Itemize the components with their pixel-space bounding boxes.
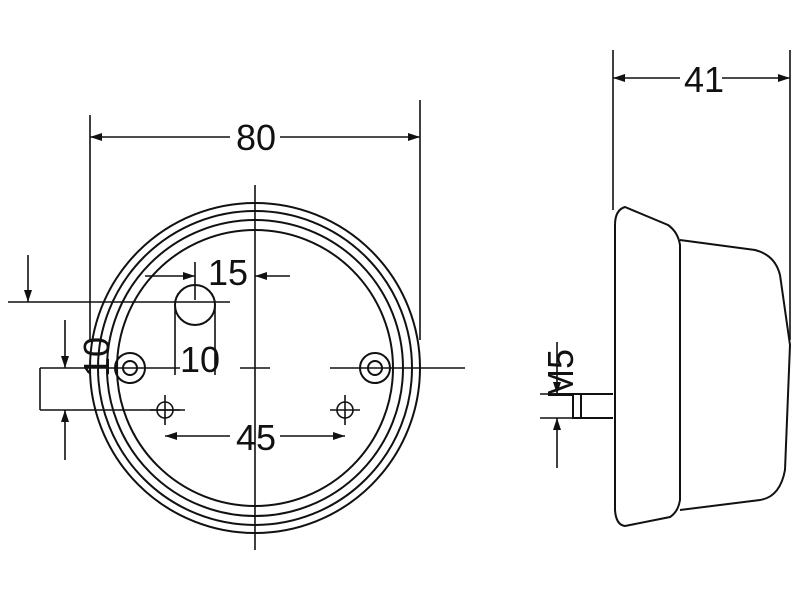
dim-m5: M5 — [540, 349, 581, 399]
dim-10-hole: 10 — [180, 339, 220, 380]
mount-hole-right — [359, 352, 391, 384]
dim-10-left: 10 — [76, 337, 117, 377]
mount-hole-left — [114, 352, 146, 384]
side-view — [540, 50, 792, 528]
dim-45: 45 — [236, 417, 276, 458]
dim-15: 15 — [208, 252, 248, 293]
front-view — [8, 100, 465, 550]
dim-41: 41 — [684, 59, 724, 100]
dim-80: 80 — [236, 117, 276, 158]
